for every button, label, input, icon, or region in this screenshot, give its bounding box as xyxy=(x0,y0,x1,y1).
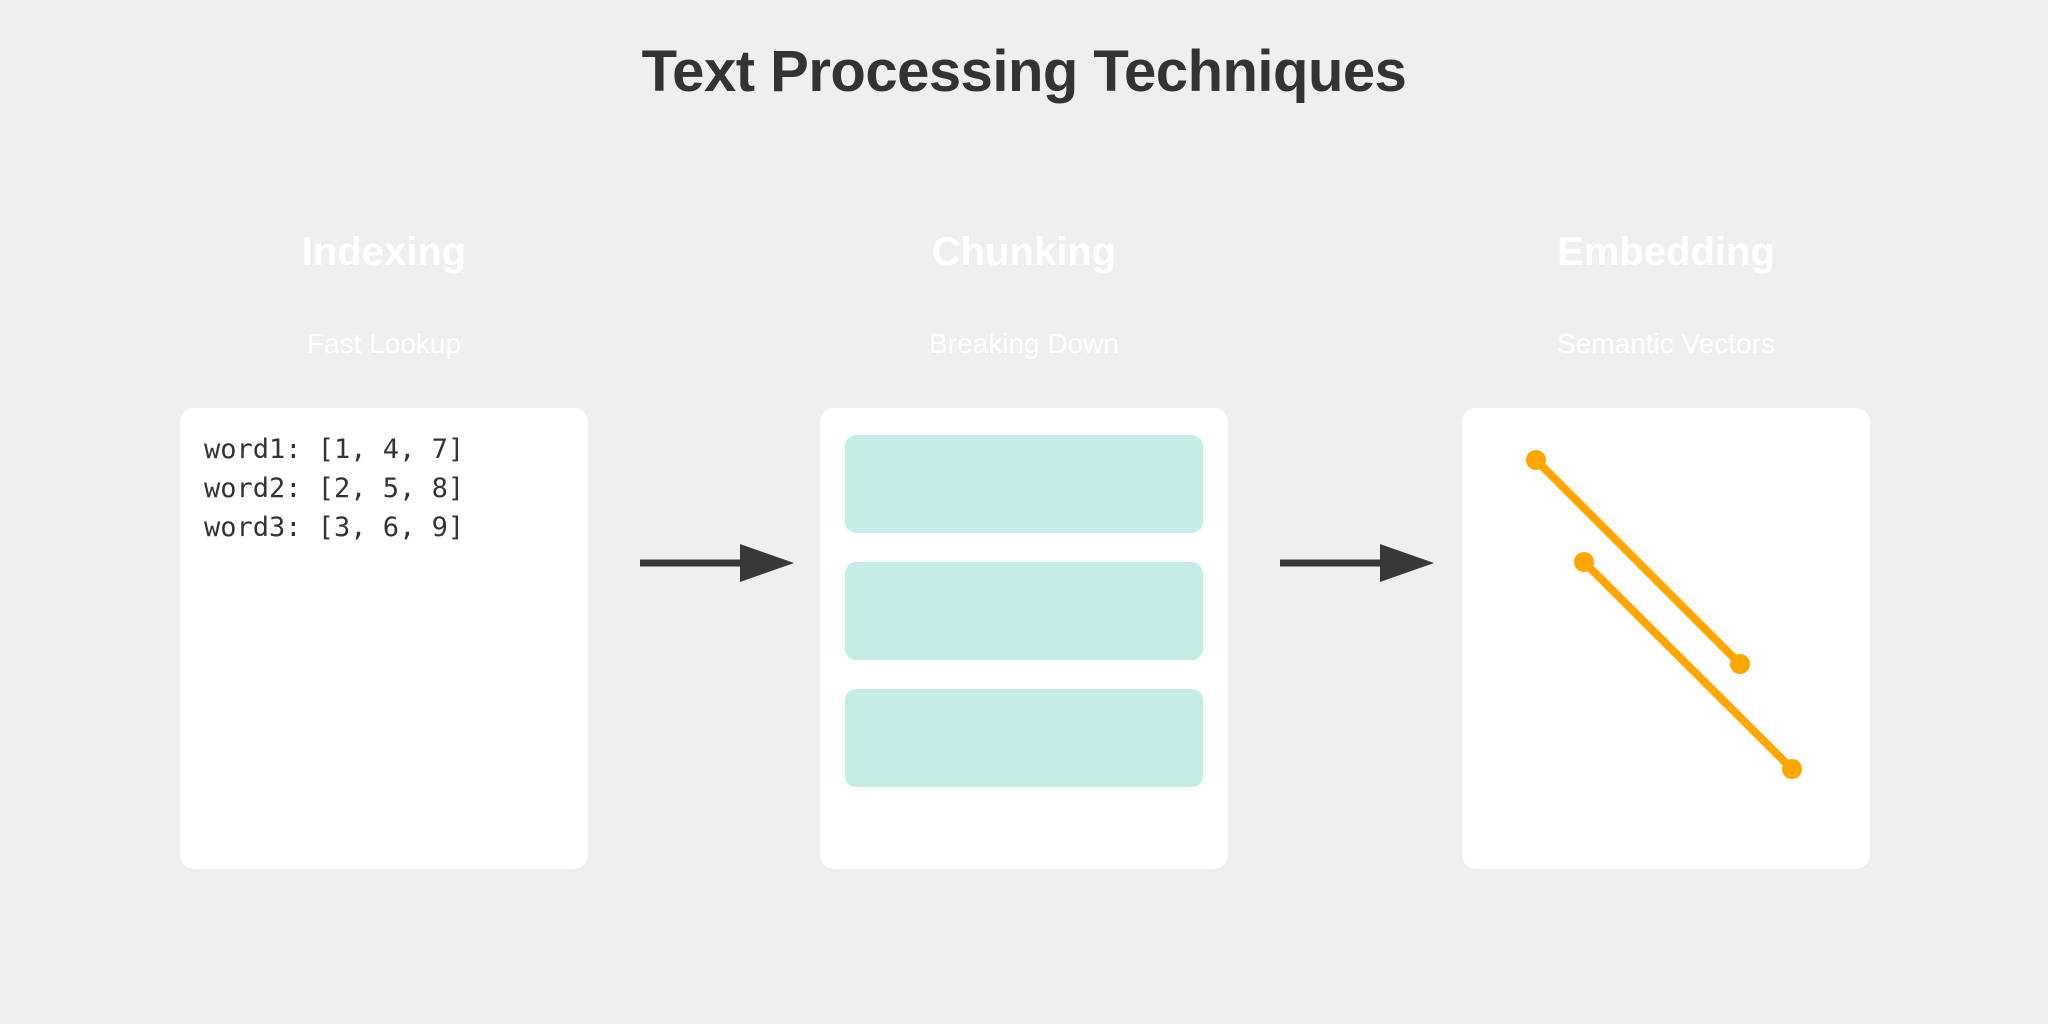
chunk-bar xyxy=(845,562,1203,660)
right-arrow-icon xyxy=(640,544,794,582)
column-heading-chunking: Chunking xyxy=(931,230,1117,274)
column-subtitle-chunking: Breaking Down xyxy=(929,328,1119,359)
column-subtitle-embedding: Semantic Vectors xyxy=(1557,328,1775,359)
vector-plot xyxy=(1526,450,1802,779)
index-entry-row: word1: [1, 4, 7] xyxy=(204,434,465,465)
index-entry-row: word2: [2, 5, 8] xyxy=(204,473,465,505)
vector-point xyxy=(1574,552,1594,572)
embedding-card xyxy=(1462,408,1870,869)
indexing-card: word1: [1, 4, 7] word2: [2, 5, 8] word3:… xyxy=(180,408,588,869)
vector-point xyxy=(1730,654,1750,674)
column-heading-indexing: Indexing xyxy=(301,230,467,274)
chunk-bar xyxy=(845,435,1203,533)
chunking-card xyxy=(820,408,1228,869)
page-title: Text Processing Techniques xyxy=(641,39,1407,104)
vector-line xyxy=(1580,558,1796,773)
index-entry-row: word3: [3, 6, 9] xyxy=(204,512,465,544)
right-arrow-icon xyxy=(1280,544,1434,582)
vector-point xyxy=(1526,450,1546,470)
index-entry-list: word1: [1, 4, 7] word2: [2, 5, 8] word3:… xyxy=(204,430,568,547)
vector-point xyxy=(1782,759,1802,779)
vector-line xyxy=(1532,456,1744,668)
chunk-bar-stack xyxy=(845,435,1203,816)
chunk-bar xyxy=(845,689,1203,787)
arrow-indexing-to-chunking xyxy=(636,538,796,588)
arrow-chunking-to-embedding xyxy=(1276,538,1436,588)
column-heading-embedding: Embedding xyxy=(1557,230,1775,274)
column-subtitle-indexing: Fast Lookup xyxy=(306,328,462,359)
